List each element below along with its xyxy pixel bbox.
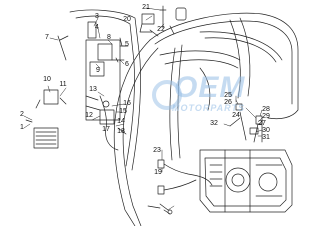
callout-24: 24 <box>232 112 240 119</box>
callout-2: 2 <box>20 111 24 118</box>
sensor-cable <box>157 159 213 195</box>
scooter-body-drawing <box>23 5 299 226</box>
callout-29: 29 <box>262 113 270 120</box>
voltage-regulator <box>25 89 67 149</box>
callout-31: 31 <box>262 134 270 141</box>
callout-11: 11 <box>59 81 67 88</box>
callout-15: 15 <box>119 108 127 115</box>
callout-25: 25 <box>224 92 232 99</box>
callout-17: 17 <box>102 126 110 133</box>
callout-12: 12 <box>85 112 93 119</box>
leader-lines <box>23 7 263 211</box>
callout-19: 19 <box>154 169 162 176</box>
callout-22: 22 <box>157 26 165 33</box>
relay-wiring <box>85 95 127 151</box>
callout-30: 30 <box>262 127 270 134</box>
callout-26: 26 <box>224 99 232 106</box>
callout-10: 10 <box>43 76 51 83</box>
exploded-parts-diagram: OEM MOTORPARTS 3 4 7 8 5 6 9 10 11 2 1 1… <box>20 4 299 226</box>
callout-13: 13 <box>89 86 97 93</box>
callout-5: 5 <box>125 41 129 48</box>
callout-3: 3 <box>95 13 99 20</box>
upper-middle-parts <box>57 21 129 77</box>
callout-4: 4 <box>95 24 99 31</box>
callout-6: 6 <box>125 61 129 68</box>
callout-8: 8 <box>107 34 111 41</box>
left-side-panel <box>69 9 141 171</box>
callout-14: 14 <box>117 118 125 125</box>
callout-28: 28 <box>262 106 270 113</box>
top-small-parts <box>139 5 187 37</box>
callout-23: 23 <box>153 147 161 154</box>
callout-9: 9 <box>96 67 100 74</box>
callout-1: 1 <box>20 124 24 131</box>
callout-16: 16 <box>123 100 131 107</box>
callout-21: 21 <box>142 4 150 11</box>
callout-18: 18 <box>117 128 125 135</box>
callout-32: 32 <box>210 120 218 127</box>
connector-parts <box>229 103 263 143</box>
callout-7: 7 <box>45 34 49 41</box>
storage-compartment <box>159 50 241 111</box>
spark-plug <box>147 203 173 215</box>
callout-20: 20 <box>123 16 131 23</box>
callout-27: 27 <box>258 120 266 127</box>
engine-block <box>199 149 293 213</box>
